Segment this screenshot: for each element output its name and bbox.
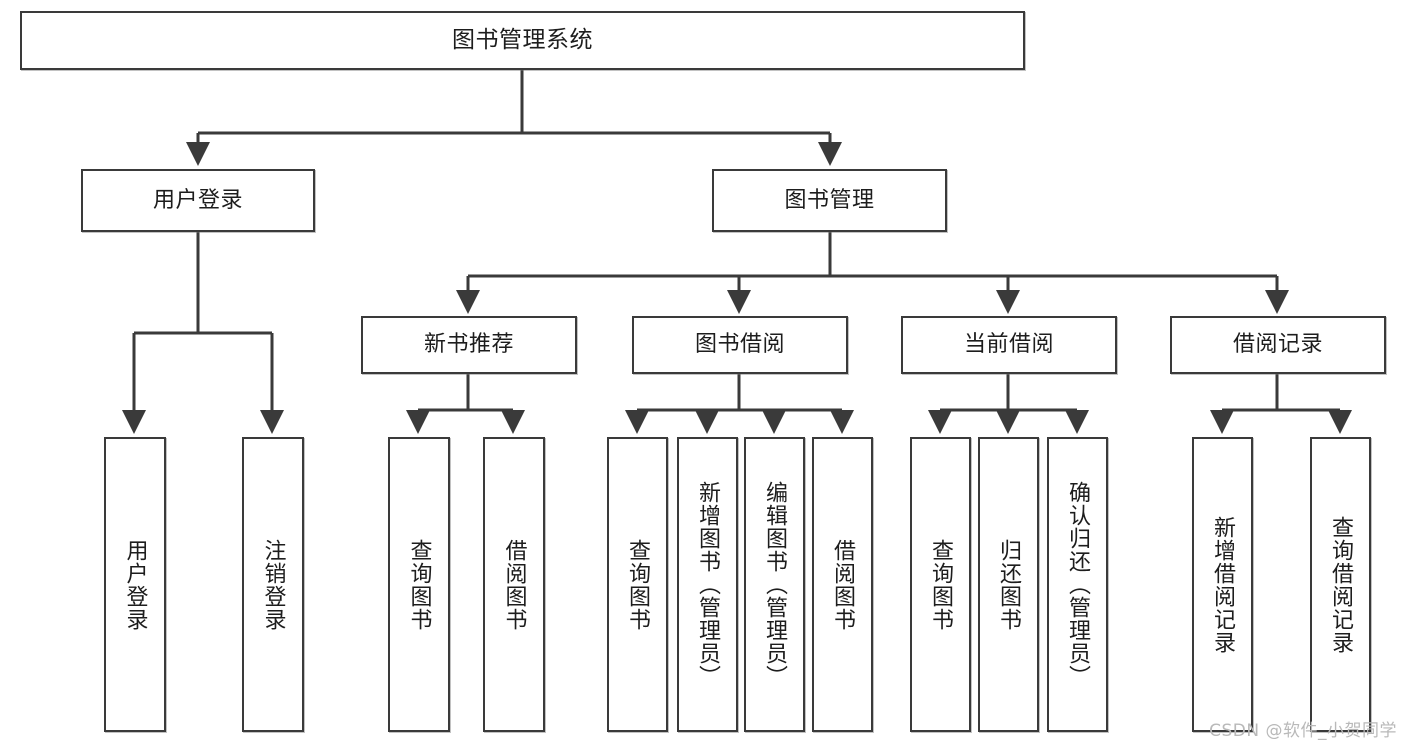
- node-book-management[interactable]: 图书管理: [712, 169, 947, 232]
- node-user-login[interactable]: 用户登录: [81, 169, 315, 232]
- node-leaf-user-login-label: 用户登录: [122, 538, 148, 631]
- node-leaf-borrow-book-2-label: 借阅图书: [830, 538, 856, 631]
- node-leaf-add-book[interactable]: 新增图书（管理员）: [677, 437, 738, 732]
- node-leaf-query-book-1-label: 查询图书: [406, 538, 432, 631]
- node-leaf-return-book[interactable]: 归还图书: [978, 437, 1039, 732]
- node-borrow-record-label: 借阅记录: [1232, 332, 1323, 358]
- node-user-login-label: 用户登录: [152, 187, 243, 213]
- node-leaf-borrow-book-1-label: 借阅图书: [501, 538, 527, 631]
- node-leaf-borrow-book-2[interactable]: 借阅图书: [812, 437, 873, 732]
- node-current-borrow-label: 当前借阅: [963, 332, 1054, 358]
- node-leaf-user-login[interactable]: 用户登录: [104, 437, 166, 732]
- node-leaf-add-borrow-record[interactable]: 新增借阅记录: [1192, 437, 1253, 732]
- node-leaf-query-borrow-record[interactable]: 查询借阅记录: [1310, 437, 1371, 732]
- node-leaf-query-book-2[interactable]: 查询图书: [607, 437, 668, 732]
- node-current-borrow[interactable]: 当前借阅: [901, 316, 1117, 374]
- node-leaf-query-book-1[interactable]: 查询图书: [388, 437, 450, 732]
- node-book-borrow-label: 图书借阅: [694, 332, 785, 358]
- node-leaf-return-book-label: 归还图书: [996, 538, 1022, 631]
- node-leaf-add-book-label: 新增图书（管理员）: [695, 481, 721, 688]
- node-leaf-query-book-2-label: 查询图书: [625, 538, 651, 631]
- node-leaf-edit-book-label: 编辑图书（管理员）: [762, 481, 788, 688]
- node-root-label: 图书管理系统: [452, 26, 593, 53]
- node-new-book-recommend[interactable]: 新书推荐: [361, 316, 577, 374]
- node-leaf-query-book-3-label: 查询图书: [928, 538, 954, 631]
- node-root[interactable]: 图书管理系统: [20, 11, 1025, 70]
- csdn-watermark: CSDN @软件_小贺同学: [1209, 721, 1397, 741]
- node-leaf-logout-login[interactable]: 注销登录: [242, 437, 304, 732]
- node-borrow-record[interactable]: 借阅记录: [1170, 316, 1386, 374]
- node-leaf-logout-login-label: 注销登录: [260, 538, 286, 631]
- node-book-management-label: 图书管理: [784, 187, 875, 213]
- node-leaf-query-book-3[interactable]: 查询图书: [910, 437, 971, 732]
- node-leaf-edit-book[interactable]: 编辑图书（管理员）: [744, 437, 805, 732]
- node-leaf-add-borrow-record-label: 新增借阅记录: [1210, 515, 1236, 654]
- node-leaf-borrow-book-1[interactable]: 借阅图书: [483, 437, 545, 732]
- node-leaf-confirm-return-label: 确认归还（管理员）: [1065, 481, 1091, 688]
- node-leaf-query-borrow-record-label: 查询借阅记录: [1328, 515, 1354, 654]
- node-new-book-recommend-label: 新书推荐: [423, 332, 514, 358]
- node-book-borrow[interactable]: 图书借阅: [632, 316, 848, 374]
- node-leaf-confirm-return[interactable]: 确认归还（管理员）: [1047, 437, 1108, 732]
